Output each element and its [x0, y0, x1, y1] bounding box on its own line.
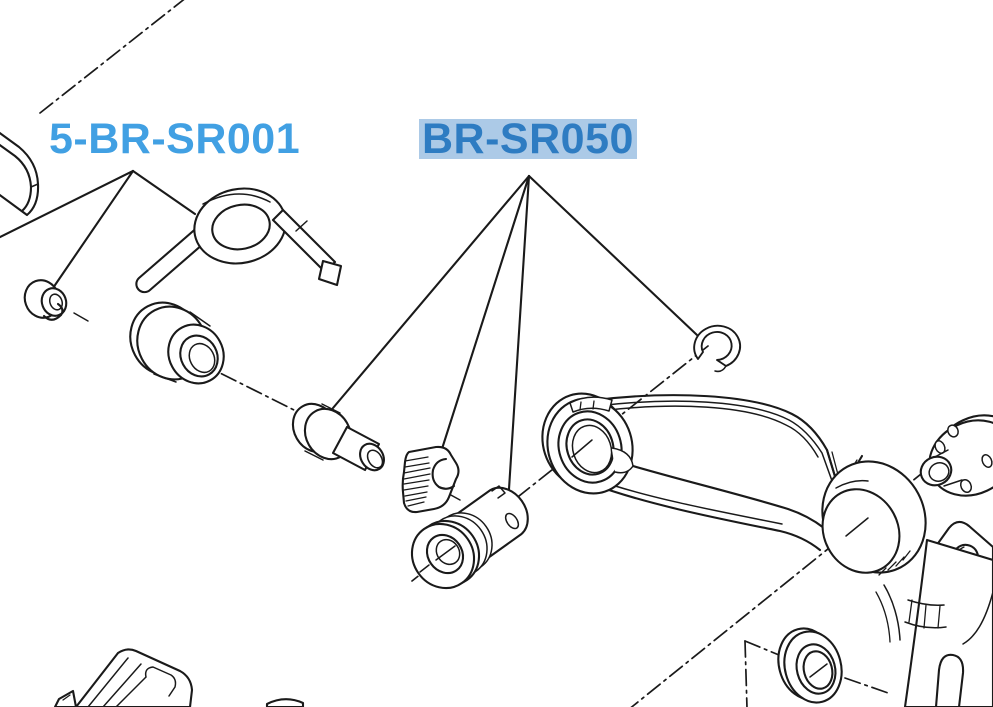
- snap-ring-part: [693, 324, 742, 373]
- torsion-spring-part: [135, 187, 343, 294]
- mounting-hub-part: [919, 414, 993, 497]
- pivot-cylinder-part: [410, 485, 529, 590]
- brake-shoe-fragment-top-left-part: [0, 131, 40, 217]
- bushing-part: [129, 301, 225, 385]
- leader-lines-br-sr050: [331, 174, 699, 491]
- spring-clip-part: [23, 279, 68, 321]
- brake-shoe-fragment-bottom-left-part: [53, 648, 305, 707]
- leader-lines-5-br-sr001: [0, 169, 197, 290]
- pivot-post-part: [291, 402, 385, 472]
- part-label-1[interactable]: 5-BR-SR001: [49, 115, 301, 163]
- serrated-washer-part: [401, 445, 460, 514]
- brake-arm-part: [541, 392, 993, 707]
- part-label-2[interactable]: BR-SR050: [419, 118, 637, 161]
- seal-washer-part: [777, 627, 843, 704]
